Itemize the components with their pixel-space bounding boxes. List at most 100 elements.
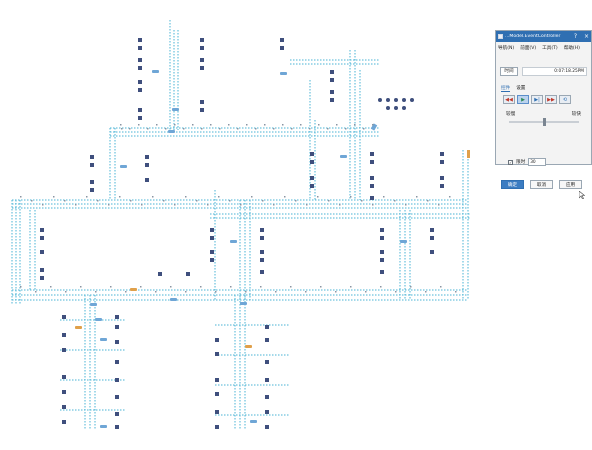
marker-dot [219, 128, 221, 130]
fast-forward-button[interactable]: ▶▶ [545, 95, 557, 104]
station-node [200, 58, 204, 62]
station-node [158, 272, 162, 276]
help-button[interactable]: ? [573, 33, 578, 40]
apply-button[interactable]: 应用 [559, 180, 582, 189]
station-node [265, 378, 269, 382]
time-field[interactable]: 0:07:18.25PM [522, 66, 587, 76]
time-limit-label: 限时 [516, 160, 526, 165]
station-node [115, 425, 119, 429]
station-node [265, 325, 269, 329]
transport-unit [340, 155, 347, 158]
station-node [210, 258, 214, 262]
marker-dot [394, 200, 396, 202]
marker-dot [147, 128, 149, 130]
marker-dot [335, 291, 337, 293]
menu-view[interactable]: 前面(V) [520, 45, 537, 51]
station-node [280, 46, 284, 50]
marker-dot [361, 200, 363, 202]
speed-slider[interactable] [509, 118, 579, 126]
ok-button[interactable]: 确定 [501, 180, 524, 189]
transport-unit [172, 108, 179, 111]
marker-dot [130, 200, 132, 202]
menu-tools[interactable]: 工具(T) [542, 45, 558, 51]
station-node [90, 180, 94, 184]
rewind-button[interactable]: ◀◀ [503, 95, 515, 104]
menu-navigate[interactable]: 导航(N) [498, 45, 515, 51]
marker-dot [305, 291, 307, 293]
marker-dot [372, 204, 374, 206]
reset-button[interactable]: ⟲ [559, 95, 571, 104]
tab-controls[interactable]: 控件 [501, 86, 511, 92]
station-node [200, 46, 204, 50]
marker-dot [119, 196, 121, 198]
station-node [280, 38, 284, 42]
transport-unit [130, 288, 137, 291]
station-node [330, 78, 334, 82]
step-forward-button[interactable]: ▶| [531, 95, 543, 104]
marker-dot [229, 200, 231, 202]
marker-dot [284, 196, 286, 198]
station-node [138, 66, 142, 70]
marker-dot [282, 124, 284, 126]
marker-dot [201, 128, 203, 130]
close-button[interactable]: × [583, 33, 590, 40]
station-node [380, 228, 384, 232]
station-node [260, 250, 264, 254]
marker-dot [295, 200, 297, 202]
dialog-footer: 确定 取消 应用 [501, 180, 588, 189]
dialog-titlebar[interactable]: ...Model.EventController ? × [496, 31, 591, 42]
station-node [310, 176, 314, 180]
station-node [430, 250, 434, 254]
time-limit-input[interactable]: 30 [528, 158, 547, 166]
marker-dot [185, 291, 187, 293]
marker-dot [42, 204, 44, 206]
marker-dot [328, 200, 330, 202]
buffer-node [394, 106, 398, 110]
reset-icon: ⟲ [562, 96, 568, 103]
station-node [115, 325, 119, 329]
station-node [370, 184, 374, 188]
station-node [215, 338, 219, 342]
time-row: 时间 0:07:18.25PM [500, 66, 587, 76]
speed-slider-thumb[interactable] [542, 118, 546, 126]
station-node [62, 420, 66, 424]
marker-dot [125, 291, 127, 293]
marker-dot [416, 196, 418, 198]
station-node [265, 425, 269, 429]
marker-dot [141, 204, 143, 206]
marker-dot [300, 124, 302, 126]
station-node [145, 178, 149, 182]
station-node [310, 160, 314, 164]
transport-unit [280, 72, 287, 75]
marker-dot [273, 128, 275, 130]
marker-dot [440, 286, 442, 288]
tab-settings[interactable]: 设置 [516, 86, 526, 91]
marker-dot [110, 286, 112, 288]
station-node [265, 395, 269, 399]
station-node [200, 108, 204, 112]
time-limit-checkbox[interactable]: ✓ [508, 159, 513, 165]
speed-slow-label: 较慢 [506, 112, 516, 117]
marker-dot [192, 124, 194, 126]
station-node [115, 378, 119, 382]
event-controller-dialog[interactable]: ...Model.EventController ? × 导航(N) 前面(V)… [495, 30, 592, 189]
station-node [210, 250, 214, 254]
station-node [115, 395, 119, 399]
station-node [40, 250, 44, 254]
mouse-cursor-icon [579, 191, 585, 199]
marker-dot [20, 196, 22, 198]
menu-help[interactable]: 帮助(H) [563, 45, 580, 51]
station-node [62, 333, 66, 337]
time-button[interactable]: 时间 [500, 66, 518, 76]
marker-dot [165, 128, 167, 130]
play-button[interactable]: ▶ [517, 95, 529, 104]
marker-dot [395, 291, 397, 293]
marker-dot [264, 124, 266, 126]
cancel-button[interactable]: 取消 [530, 180, 553, 189]
marker-dot [228, 124, 230, 126]
transport-unit [467, 150, 470, 158]
marker-dot [20, 286, 22, 288]
transport-unit [95, 318, 102, 321]
marker-dot [215, 291, 217, 293]
